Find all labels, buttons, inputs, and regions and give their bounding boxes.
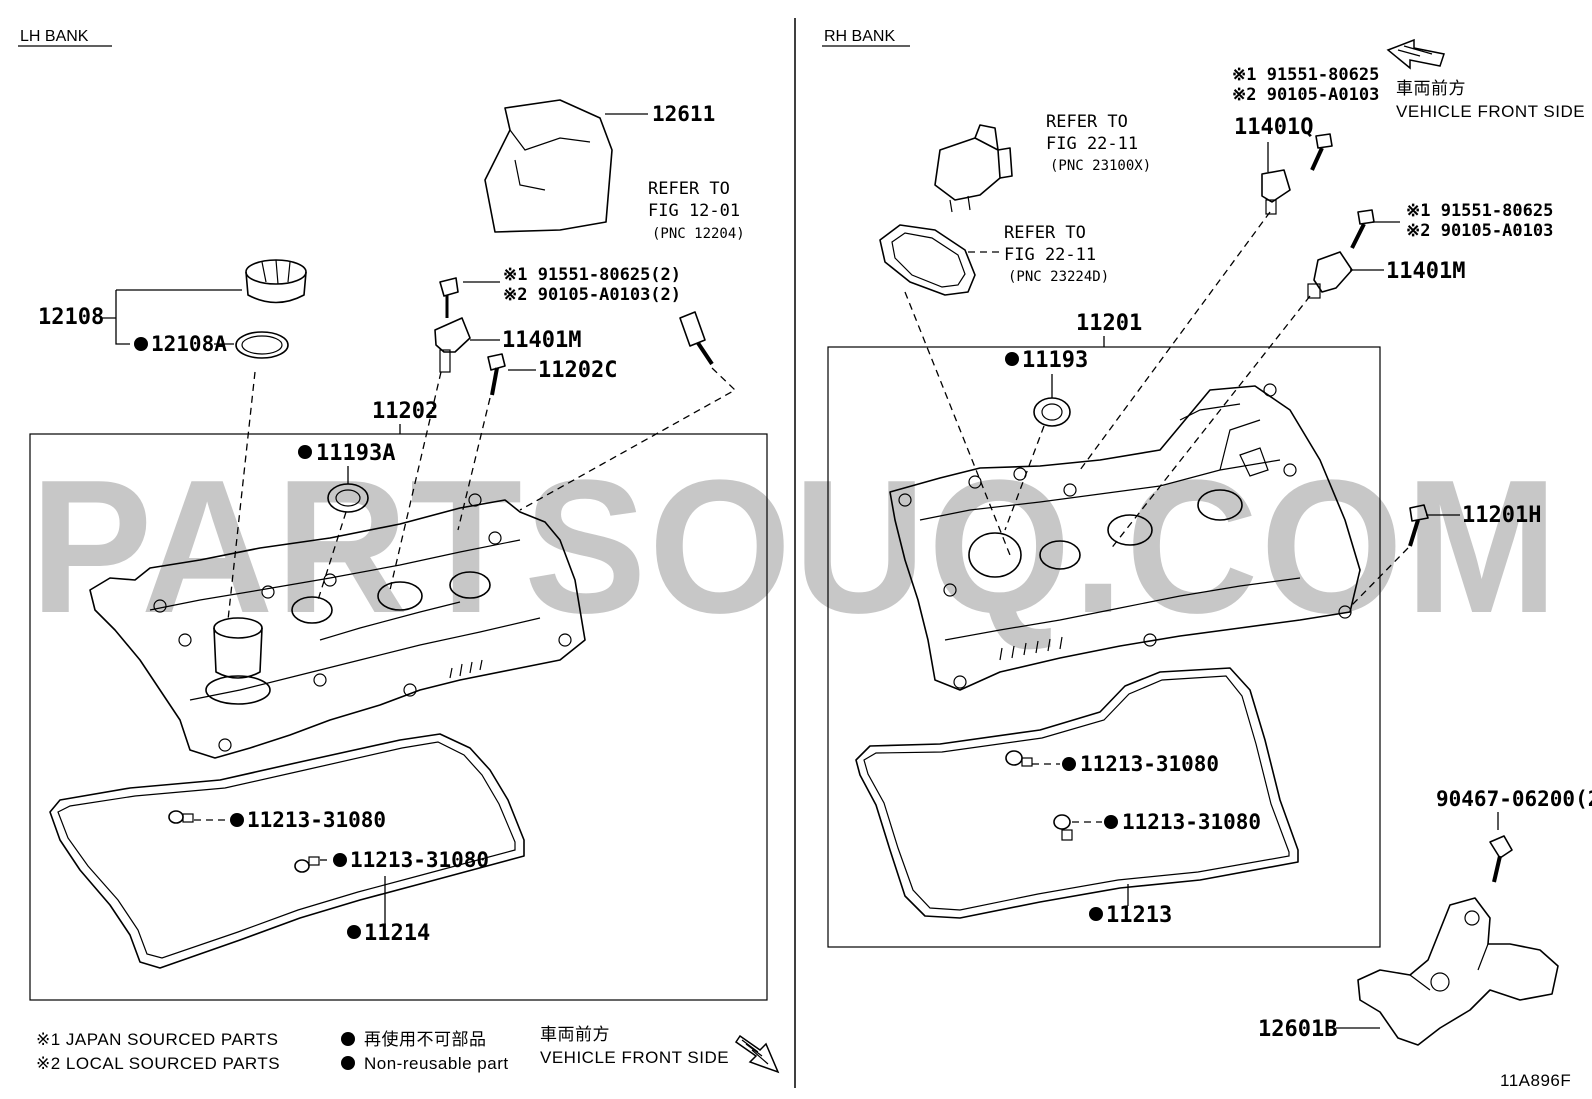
label-11193A: 11193A	[316, 441, 395, 466]
rh-referA-3: (PNC 23100X)	[1050, 158, 1151, 174]
bolt-11201H	[1408, 504, 1429, 547]
rh-bank-label: RH BANK	[824, 28, 895, 45]
rh-referB-2: FIG 22-11	[1004, 245, 1096, 265]
label-11401M-rh: 11401M	[1386, 259, 1465, 284]
lh-refer-3: (PNC 12204)	[652, 226, 745, 242]
pnc-12204-part	[679, 311, 714, 366]
rh-referB-1: REFER TO	[1004, 223, 1086, 243]
valve-cover-lh	[89, 493, 586, 759]
label-11201H: 11201H	[1462, 503, 1541, 528]
label-12108: 12108	[38, 305, 104, 330]
rh-boltB-note-2: ※2 90105-A0103	[1406, 221, 1553, 241]
grommet-rh-1	[1005, 750, 1033, 767]
label-11213-rh: 11213	[1106, 903, 1172, 928]
rh-boltB-note-1: ※1 91551-80625	[1406, 201, 1553, 221]
grommet-rh-2	[1053, 814, 1073, 841]
pnc-23100X-part	[934, 124, 1013, 213]
lh-bolt-note-2: ※2 90105-A0103(2)	[503, 285, 681, 305]
label-11214: 11214	[364, 921, 430, 946]
rh-referA-1: REFER TO	[1046, 112, 1128, 132]
front-arrow-top-icon	[1386, 38, 1445, 70]
front-arrow-icon	[734, 1034, 780, 1074]
lh-bank-label: LH BANK	[20, 28, 89, 45]
rh-boltA-note-1: ※1 91551-80625	[1232, 65, 1379, 85]
sensor-11401M-rh	[1307, 251, 1353, 299]
rh-referA-2: FIG 22-11	[1046, 134, 1138, 154]
bolt-rh-a	[1310, 133, 1333, 171]
lh-refer-2: FIG 12-01	[648, 201, 740, 221]
label-12601B: 12601B	[1258, 1017, 1337, 1042]
label-11213-rh-1: 11213-31080	[1080, 752, 1219, 776]
gasket-11214	[49, 733, 525, 969]
label-11213-lh-2: 11213-31080	[350, 848, 489, 872]
lh-bolt-note-1: ※1 91551-80625(2)	[503, 265, 681, 285]
rh-front-jp: 車両前方	[1396, 79, 1466, 98]
label-12611: 12611	[652, 102, 715, 126]
label-11213-lh-1: 11213-31080	[247, 808, 386, 832]
cover-12611	[484, 99, 613, 233]
seal-11193	[1033, 397, 1071, 427]
label-90467: 90467-06200(2)	[1436, 787, 1592, 811]
legend-front-jp: 車両前方	[540, 1025, 610, 1044]
label-11401Q: 11401Q	[1234, 115, 1313, 140]
lh-group-box	[29, 433, 768, 1001]
label-11193: 11193	[1022, 348, 1088, 373]
label-11401M-lh: 11401M	[502, 328, 581, 353]
legend-local: ※2 LOCAL SOURCED PARTS	[36, 1054, 280, 1073]
sensor-11401M-lh	[434, 277, 471, 373]
bolt-rh-b	[1350, 209, 1375, 249]
pnc-23224D-part	[879, 224, 976, 296]
label-11202C: 11202C	[538, 358, 617, 383]
oil-cap-12108	[235, 259, 307, 359]
bracket-12601B	[1357, 897, 1559, 1046]
valve-cover-rh	[889, 383, 1361, 691]
label-11213-rh-2: 11213-31080	[1122, 810, 1261, 834]
clip-90467	[1489, 835, 1513, 883]
bolt-11202C	[487, 353, 506, 396]
rh-referB-3: (PNC 23224D)	[1008, 269, 1109, 285]
legend-nonreuse-jp: 再使用不可部品	[364, 1029, 487, 1049]
sensor-11401Q	[1261, 169, 1291, 215]
label-11201: 11201	[1076, 311, 1142, 336]
grommet-lh-2	[294, 856, 320, 873]
watermark: PARTSOUQ.COM	[30, 441, 1560, 653]
lh-refer-1: REFER TO	[648, 179, 730, 199]
grommet-lh-1	[168, 810, 194, 824]
figure-code: 11A896F	[1500, 1071, 1571, 1090]
rh-front-en: VEHICLE FRONT SIDE	[1396, 102, 1585, 121]
gasket-11213	[855, 667, 1299, 919]
legend-front-en: VEHICLE FRONT SIDE	[540, 1048, 729, 1067]
rh-boltA-note-2: ※2 90105-A0103	[1232, 85, 1379, 105]
legend-nonreuse-en: Non-reusable part	[364, 1054, 509, 1073]
legend-japan: ※1 JAPAN SOURCED PARTS	[36, 1030, 279, 1049]
label-11202: 11202	[372, 399, 438, 424]
seal-11193A	[327, 483, 369, 513]
